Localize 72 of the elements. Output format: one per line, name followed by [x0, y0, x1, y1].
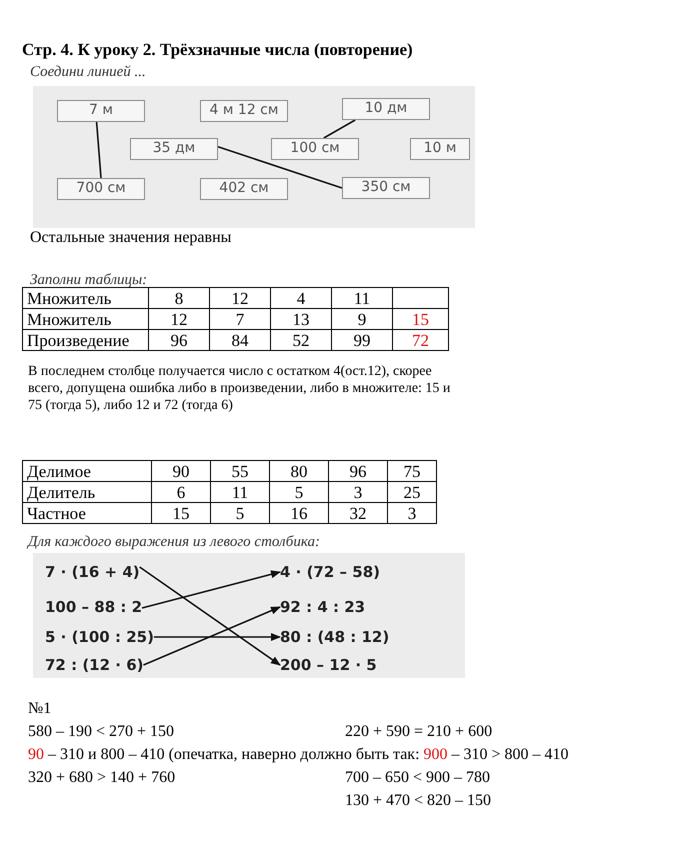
- expression-text: 80 : (48 : 12): [280, 627, 390, 647]
- table-cell: 16: [270, 502, 328, 524]
- instruction-text: Заполни таблицы:: [30, 272, 148, 289]
- table-cell: 15: [392, 308, 448, 330]
- table-cell: 5: [270, 482, 328, 502]
- measure-box: 10 м: [410, 138, 470, 160]
- arrow: [143, 606, 281, 666]
- table-cell: 96: [328, 460, 388, 482]
- expression-text: 5 · (100 : 25): [45, 627, 154, 647]
- table-cell: Множитель: [22, 308, 148, 330]
- table-cell: 11: [332, 288, 392, 308]
- note-text: В последнем столбце получается число с остатком 4(ост.12), скорее всего, допущена ошибка либо в произведении, либо в множителе: 15 и 75 (тогда 5), либо 12 и 72 (тогда 6): [28, 363, 452, 414]
- table-cell: 5: [210, 502, 270, 524]
- measure-box: 700 см: [57, 178, 145, 200]
- expression-text: 4 · (72 – 58): [280, 562, 380, 582]
- table-cell: 25: [388, 482, 436, 502]
- table-cell: Произведение: [22, 330, 148, 350]
- table-cell: Множитель: [22, 288, 148, 308]
- table-cell: 4: [270, 288, 332, 308]
- equation-line: 700 – 650 < 900 – 780: [345, 769, 490, 787]
- table-cell: Частное: [22, 502, 152, 524]
- table-cell: 11: [210, 482, 270, 502]
- table-cell: Делимое: [22, 460, 152, 482]
- table-cell: Делитель: [22, 482, 152, 502]
- table-cell: 84: [210, 330, 270, 350]
- note-text: Остальные значения неравны: [30, 229, 232, 247]
- table-cell: 6: [152, 482, 210, 502]
- table-cell: 7: [210, 308, 270, 330]
- table-cell: 75: [388, 460, 436, 482]
- instruction-text: Для каждого выражения из левого столбика:: [28, 534, 320, 551]
- equation-line: 220 + 590 = 210 + 600: [345, 723, 492, 741]
- table-cell: 12: [148, 308, 210, 330]
- table-cell: 55: [210, 460, 270, 482]
- connector-line: [218, 146, 342, 189]
- measure-box: 350 см: [342, 177, 430, 199]
- expression-text: 100 – 88 : 2: [45, 597, 142, 617]
- equation-line: 90 – 310 и 800 – 410 (опечатка, наверно должно быть так: 900 – 310 > 800 – 410: [28, 746, 569, 764]
- table-cell: 52: [270, 330, 332, 350]
- table-cell: 13: [270, 308, 332, 330]
- table-cell: 3: [328, 482, 388, 502]
- expression-text: 72 : (12 · 6): [45, 655, 144, 675]
- measure-box: 35 дм: [130, 138, 218, 160]
- expression-text: 92 : 4 : 23: [280, 597, 366, 617]
- arrow: [142, 570, 281, 609]
- measure-box: 7 м: [57, 100, 145, 122]
- table-cell: 12: [210, 288, 270, 308]
- table-cell: 32: [328, 502, 388, 524]
- table-cell: 90: [152, 460, 210, 482]
- table-cell: 96: [148, 330, 210, 350]
- equation-line: 130 + 470 < 820 – 150: [345, 792, 492, 810]
- instruction-text: Соедини линией ...: [30, 64, 146, 81]
- connector-line: [96, 122, 102, 178]
- arrow: [154, 633, 281, 641]
- table-cell: 8: [148, 288, 210, 308]
- table-cell: 72: [392, 330, 448, 350]
- table-cell: 99: [332, 330, 392, 350]
- table-cell: 3: [388, 502, 436, 524]
- measure-box: 4 м 12 см: [200, 100, 288, 122]
- measure-box: 100 см: [271, 138, 359, 160]
- equation-line: 580 – 190 < 270 + 150: [28, 723, 174, 741]
- table-cell: 80: [270, 460, 328, 482]
- expression-text: 200 – 12 · 5: [280, 655, 377, 675]
- connector-line: [323, 119, 356, 139]
- measure-box: 402 см: [200, 178, 288, 200]
- expression-text: 7 · (16 + 4): [45, 562, 140, 582]
- table-cell: 15: [152, 502, 210, 524]
- arrow: [139, 566, 281, 666]
- measure-box: 10 дм: [342, 98, 430, 120]
- equation-line: 320 + 680 > 140 + 760: [28, 769, 176, 787]
- page-title: Стр. 4. К уроку 2. Трёхзначные числа (повторение): [22, 40, 413, 60]
- task-number: №1: [28, 700, 52, 718]
- table-cell: 9: [332, 308, 392, 330]
